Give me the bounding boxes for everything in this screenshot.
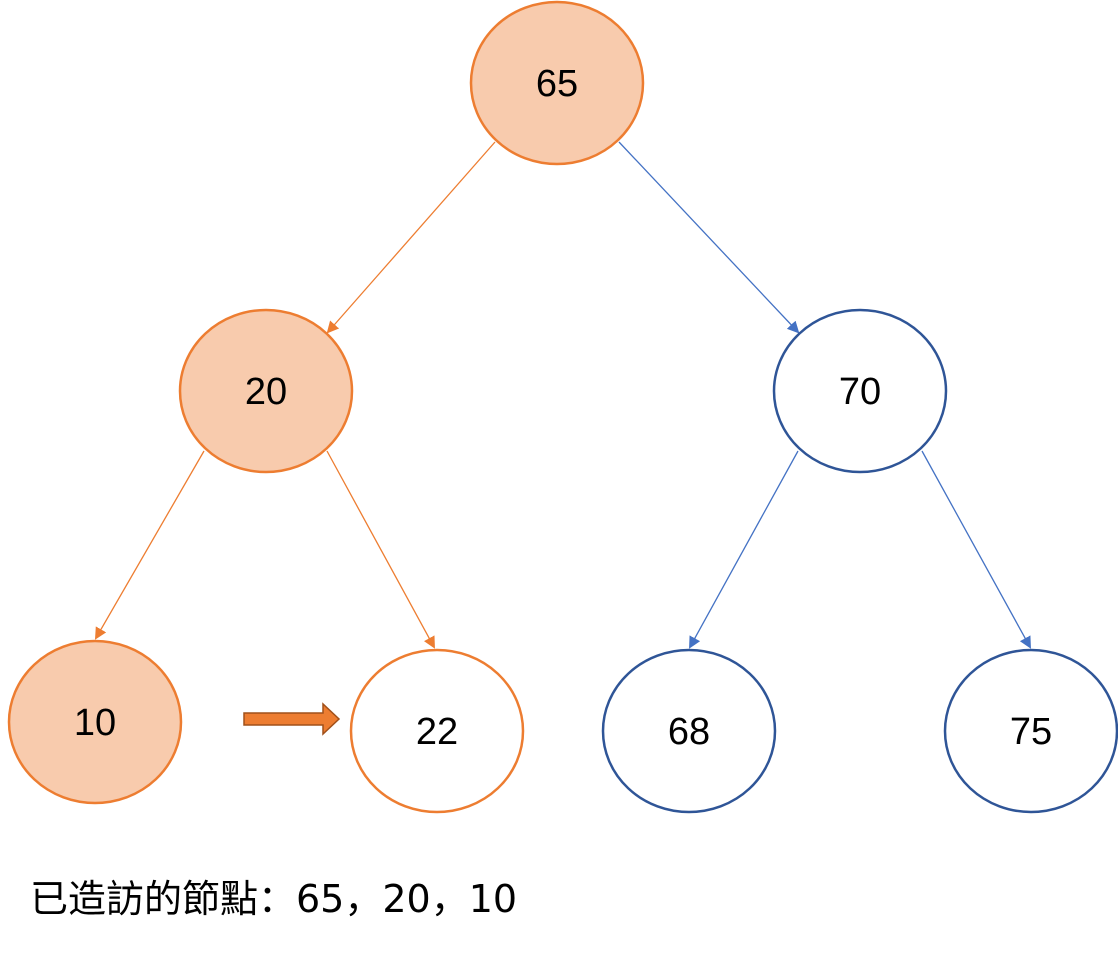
node-value: 68 [668, 711, 710, 753]
edge-70-75 [921, 450, 1031, 649]
tree-node: 10 [7, 639, 183, 805]
edge-20-10 [94, 450, 205, 640]
node-value: 22 [416, 711, 458, 753]
tree-node: 75 [943, 648, 1118, 814]
edge-20-22 [326, 450, 435, 649]
edge-70-68 [689, 450, 799, 649]
node-circle [601, 648, 777, 814]
edge-65-20 [326, 141, 496, 334]
node-circle [178, 308, 354, 474]
node-value: 10 [74, 702, 116, 744]
visited-nodes-caption: 已造訪的節點：65，20，10 [30, 877, 518, 921]
node-circle [7, 639, 183, 805]
node-value: 70 [839, 371, 881, 413]
node-value: 75 [1010, 711, 1052, 753]
node-circle [943, 648, 1118, 814]
edge-65-70 [618, 141, 800, 334]
node-circle [469, 0, 645, 166]
tree-node: 68 [601, 648, 777, 814]
node-circle [349, 648, 525, 814]
tree-node: 22 [349, 648, 525, 814]
current-node-arrow-icon [243, 702, 341, 736]
node-value: 20 [245, 371, 287, 413]
node-circle [772, 308, 948, 474]
tree-node: 20 [178, 308, 354, 474]
tree-node: 65 [469, 0, 645, 166]
node-value: 65 [536, 63, 578, 105]
tree-node: 70 [772, 308, 948, 474]
